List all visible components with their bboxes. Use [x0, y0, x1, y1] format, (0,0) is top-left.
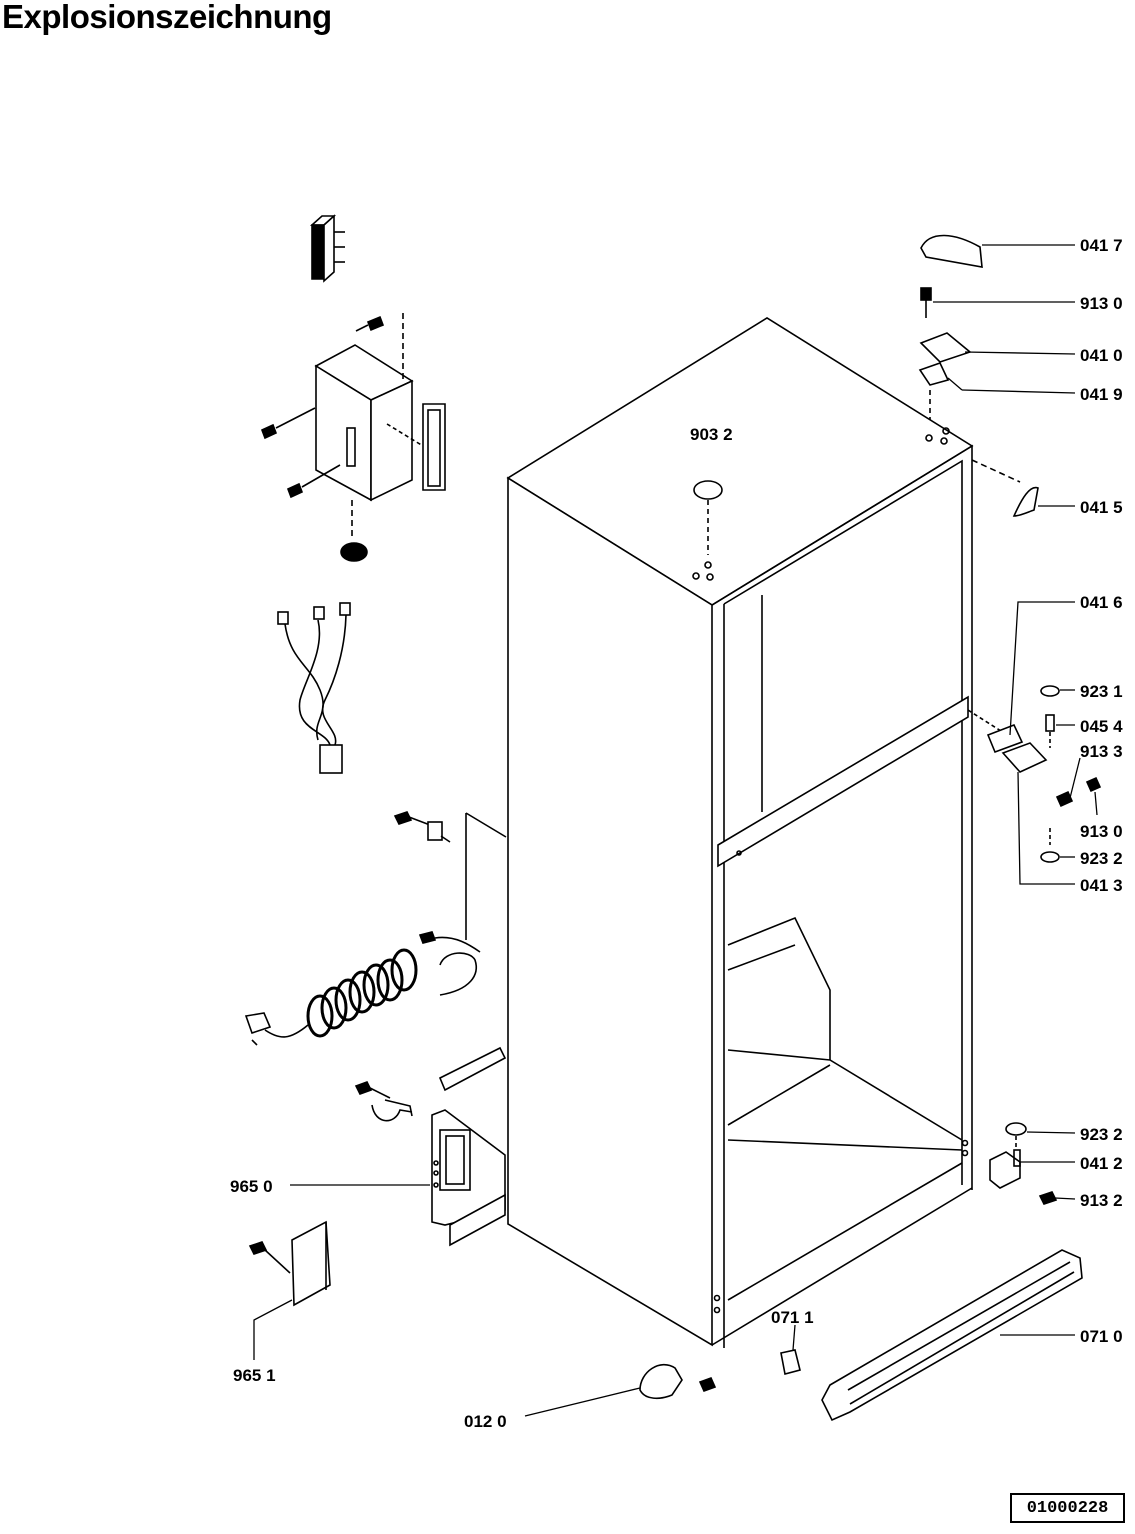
document-number: 01000228	[1010, 1493, 1125, 1523]
small-cover-panel	[248, 1220, 331, 1307]
label-9651: 965 1	[233, 1366, 276, 1385]
label-9130-top: 913 0	[1080, 294, 1123, 313]
label-9132: 913 2	[1080, 1191, 1123, 1210]
label-0412: 041 2	[1080, 1154, 1123, 1173]
grille-clip	[780, 1349, 801, 1375]
leveling-foot	[639, 1363, 717, 1400]
label-0415: 041 5	[1080, 498, 1123, 517]
label-0454: 045 4	[1080, 717, 1123, 736]
grommet	[693, 480, 723, 555]
top-hinge	[918, 287, 972, 420]
label-0711: 071 1	[771, 1308, 814, 1327]
cover-cap	[971, 459, 1039, 517]
wiring-harness	[277, 602, 351, 774]
label-9032: 903 2	[690, 425, 733, 444]
part-labels: 041 7 913 0 041 0 041 9 903 2 041 5 041 …	[230, 236, 1123, 1431]
label-0413: 041 3	[1080, 876, 1123, 895]
label-9133: 913 3	[1080, 742, 1123, 761]
bottom-hinge	[989, 1122, 1058, 1205]
terminal-block	[309, 214, 345, 283]
cable-clamp	[354, 1081, 413, 1122]
label-0410: 041 0	[1080, 346, 1123, 365]
label-9232-mid: 923 2	[1080, 849, 1123, 868]
fridge-cabinet	[506, 317, 974, 1348]
page-title: Explosionszeichnung	[2, 0, 332, 35]
rear-cover-panel	[431, 1046, 507, 1247]
label-0120: 012 0	[464, 1412, 507, 1431]
power-cord	[244, 811, 507, 1046]
label-0710: 071 0	[1080, 1327, 1123, 1346]
label-0416: 041 6	[1080, 593, 1123, 612]
base-grille	[821, 1249, 1083, 1422]
label-0417: 041 7	[1080, 236, 1123, 255]
relay-box	[260, 313, 446, 562]
label-9232-bottom: 923 2	[1080, 1125, 1123, 1144]
label-9650: 965 0	[230, 1177, 273, 1196]
label-9231: 923 1	[1080, 682, 1123, 701]
label-9130-mid: 913 0	[1080, 822, 1123, 841]
leader-lines	[253, 244, 1098, 1417]
hinge-cover	[920, 234, 983, 268]
middle-hinge	[967, 685, 1102, 863]
label-0419: 041 9	[1080, 385, 1123, 404]
